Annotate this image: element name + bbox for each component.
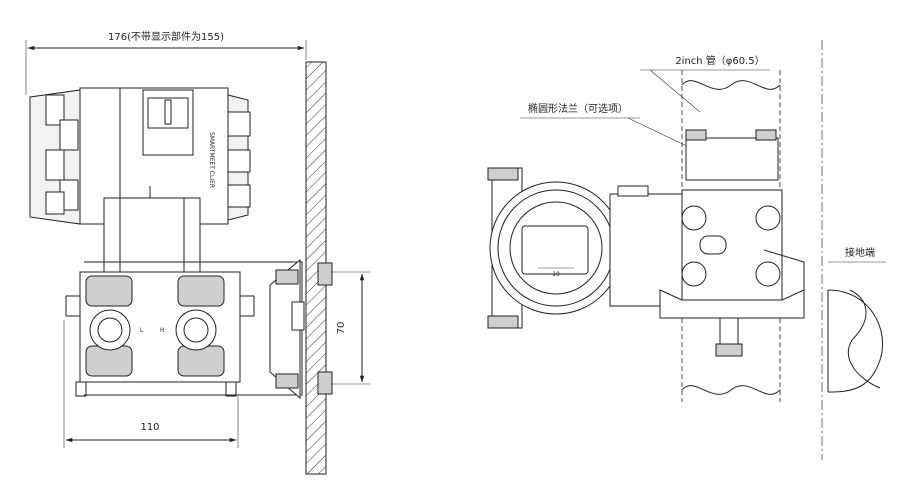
base-width-dimension: 110 — [63, 320, 239, 448]
transmitter-housing: 10 — [487, 167, 685, 329]
low-port-label: L — [140, 327, 144, 334]
ground-view: 接地端 — [821, 40, 886, 460]
display-cover — [29, 89, 81, 225]
front-view: 2inch 管（φ60.5） 椭圆形法兰（可选项） 10 — [487, 54, 805, 402]
mounting-bracket — [84, 258, 370, 400]
terminal-cover — [227, 94, 251, 221]
overall-width-dimension: 176(不带显示部件为155) — [25, 30, 307, 95]
display-mark: 10 — [552, 271, 560, 278]
sensor-module — [103, 186, 201, 273]
bolt-spacing-label: 70 — [336, 322, 347, 335]
pipe-label: 2inch 管（φ60.5） — [675, 54, 764, 67]
flange-block: L H — [65, 271, 255, 397]
ground-label: 接地端 — [845, 246, 875, 259]
oval-flange — [685, 129, 779, 181]
bolt-spacing-dimension: 70 — [336, 273, 365, 383]
flange-label: 椭圆形法兰（可选项） — [528, 102, 628, 115]
housing-text: SMARTMEET CLIER — [208, 132, 215, 188]
mounting-pipe — [681, 70, 781, 402]
manifold-assembly — [659, 189, 805, 357]
flange-annotation: 椭圆形法兰（可选项） — [520, 102, 713, 159]
base-width-label: 110 — [140, 422, 159, 433]
side-view: 176(不带显示部件为155) SMARTMEET CLIER — [25, 30, 370, 475]
pipe-annotation: 2inch 管（φ60.5） — [640, 54, 770, 113]
high-port-label: H — [160, 327, 165, 334]
overall-width-label: 176(不带显示部件为155) — [108, 30, 224, 43]
